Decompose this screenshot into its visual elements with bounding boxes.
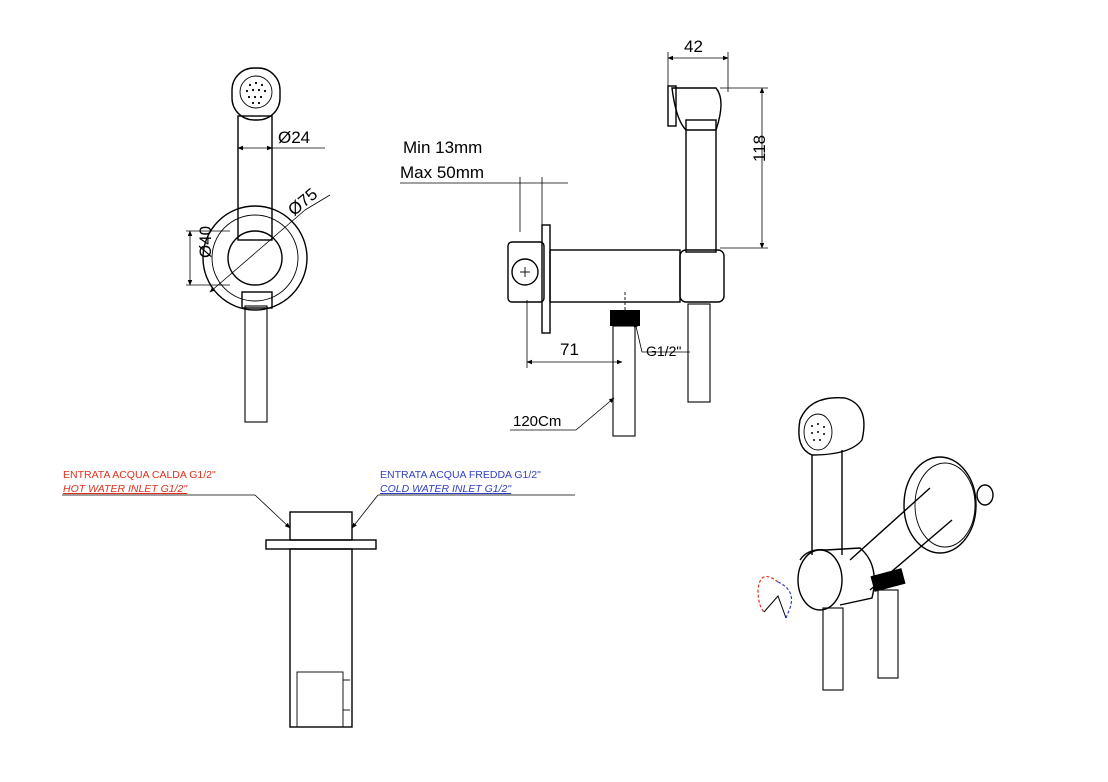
rotation-arrow-cold [777,581,793,619]
side-handshower [685,119,717,253]
hot-inlet-label-it: ENTRATA ACQUA CALDA G1/2" [63,469,216,481]
cold-inlet-label-en: COLD WATER INLET G1/2" [380,483,512,495]
front-hose [244,305,268,423]
body-tube [549,249,681,303]
isometric-view [757,396,994,691]
rosette-inner [211,214,299,302]
dim-height: 118 [750,135,769,162]
plan-inlet-block [289,511,353,541]
plan-view: ENTRATA ACQUA CALDA G1/2" HOT WATER INLE… [62,469,575,728]
side-head [671,87,722,131]
iso-knob [797,549,843,611]
iso-head [798,396,865,456]
side-inlet-hose [612,325,636,437]
side-view: Min 13mm Max 50mm 42 118 71 G1/2" 120Cm [400,37,769,437]
dim-hose-length: 120Cm [513,413,561,430]
front-view: Ø24 Ø75 Ø40 [186,67,331,423]
dim-depth: 71 [560,340,579,359]
iso-rosette [903,456,977,554]
iso-hose-2 [877,589,899,679]
dim-body-diameter: Ø40 [196,226,215,258]
handshower-handle [237,115,273,241]
valve-knob [507,241,545,303]
wall-max: Max 50mm [400,163,484,182]
iso-handle [811,450,843,555]
wall-plate [541,224,551,334]
inlet-connector [610,310,640,326]
handshower-head [231,67,281,121]
side-shower-hose [687,303,711,403]
hose-connector [241,291,273,309]
wall-min: Min 13mm [403,138,482,157]
plan-holder [296,671,344,728]
body-outline [227,230,283,286]
dim-handshower-diameter: Ø24 [278,128,310,147]
hot-inlet-label-en: HOT WATER INLET G1/2" [63,483,188,495]
holder [679,249,725,303]
dim-thread: G1/2" [646,343,681,359]
rotation-arrow-hot [757,575,779,613]
rosette-outline [202,205,308,311]
plan-wall-plate [265,539,377,550]
dim-width: 42 [684,37,703,56]
iso-hose-1 [822,607,844,691]
cold-inlet-label-it: ENTRATA ACQUA FREDDA G1/2" [380,469,541,481]
dim-rosette-diameter: Ø75 [284,184,321,219]
